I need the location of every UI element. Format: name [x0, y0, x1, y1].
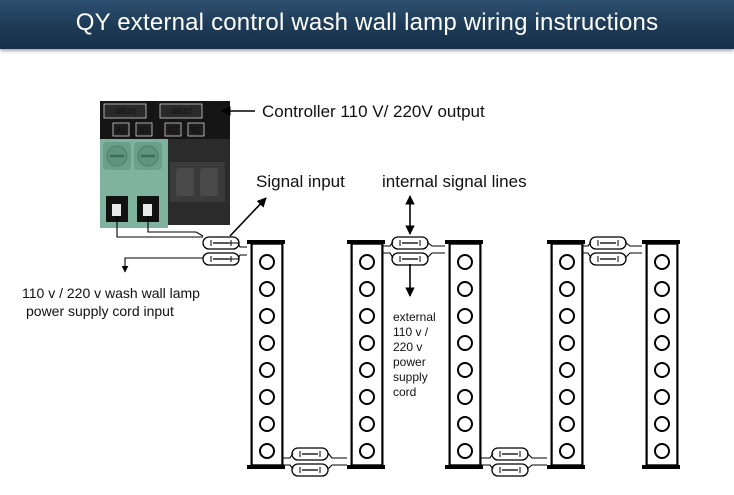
external-power-label-line3: 220 v [393, 340, 422, 354]
wash-wall-lamp [247, 240, 285, 469]
led [559, 254, 575, 270]
wire-connector [491, 447, 529, 461]
led [359, 362, 375, 378]
pin-label-b1: B1 [139, 126, 149, 135]
page-title: QY external control wash wall lamp wirin… [75, 9, 659, 36]
wire-connector [491, 463, 529, 477]
led [457, 362, 473, 378]
port-label-485-2: 485#2 [170, 107, 193, 116]
wire-connector [589, 236, 627, 250]
led [359, 254, 375, 270]
controller-terminal-block: 485#1 485#2 A1 B1 A2 B2 [100, 101, 230, 228]
led [259, 416, 275, 432]
wire-connector [202, 236, 240, 250]
led [457, 281, 473, 297]
led [359, 335, 375, 351]
led [559, 308, 575, 324]
external-power-label-line2: 110 v / [393, 325, 429, 339]
led [259, 389, 275, 405]
led [559, 362, 575, 378]
led [654, 254, 670, 270]
external-power-label-line6: cord [393, 385, 416, 399]
signal-input-arrow [229, 197, 267, 237]
internal-signal-lines-label: internal signal lines [382, 172, 527, 191]
led [359, 416, 375, 432]
external-power-label-line1: external [393, 310, 436, 324]
led [654, 416, 670, 432]
wire-connector [589, 252, 627, 266]
wash-wall-lamp [547, 240, 585, 469]
led [359, 281, 375, 297]
led [559, 281, 575, 297]
external-power-label: external 110 v / 220 v power supply cord [393, 310, 436, 399]
led [654, 281, 670, 297]
led [457, 335, 473, 351]
power-cord-input-label-line1: 110 v / 220 v wash wall lamp [22, 285, 200, 301]
led [559, 389, 575, 405]
led [259, 443, 275, 459]
led [654, 308, 670, 324]
led [654, 443, 670, 459]
led [457, 389, 473, 405]
wire-connector [391, 236, 429, 250]
led [654, 335, 670, 351]
led [559, 443, 575, 459]
led [559, 416, 575, 432]
led [259, 254, 275, 270]
led [654, 389, 670, 405]
wash-wall-lamp [445, 240, 483, 469]
led [457, 308, 473, 324]
wash-wall-lamp [642, 240, 680, 469]
pin-label-a1: A1 [116, 126, 126, 135]
led [654, 362, 670, 378]
led [259, 362, 275, 378]
led [259, 335, 275, 351]
led [359, 389, 375, 405]
external-power-label-line4: power [393, 355, 426, 369]
wash-wall-lamp [347, 240, 385, 469]
led [259, 308, 275, 324]
power-cord-input-label-line2: power supply cord input [26, 303, 174, 319]
controller-output-label: Controller 110 V/ 220V output [262, 102, 485, 121]
wire-connector [391, 252, 429, 266]
led [457, 416, 473, 432]
port-label-485-1: 485#1 [114, 107, 137, 116]
led [559, 335, 575, 351]
led [259, 281, 275, 297]
pin-label-b2: B2 [191, 126, 201, 135]
led [457, 254, 473, 270]
wash-wall-lamps [247, 240, 680, 469]
led [359, 443, 375, 459]
wire-connector [291, 447, 329, 461]
led [359, 308, 375, 324]
title-banner: QY external control wash wall lamp wirin… [0, 0, 734, 49]
led [457, 443, 473, 459]
signal-input-label: Signal input [256, 172, 345, 191]
external-power-label-line5: supply [393, 370, 428, 384]
wire-connector [291, 463, 329, 477]
controller-signal-wires [116, 216, 204, 238]
power-input-wire [121, 257, 203, 273]
pin-label-a2: A2 [168, 126, 178, 135]
